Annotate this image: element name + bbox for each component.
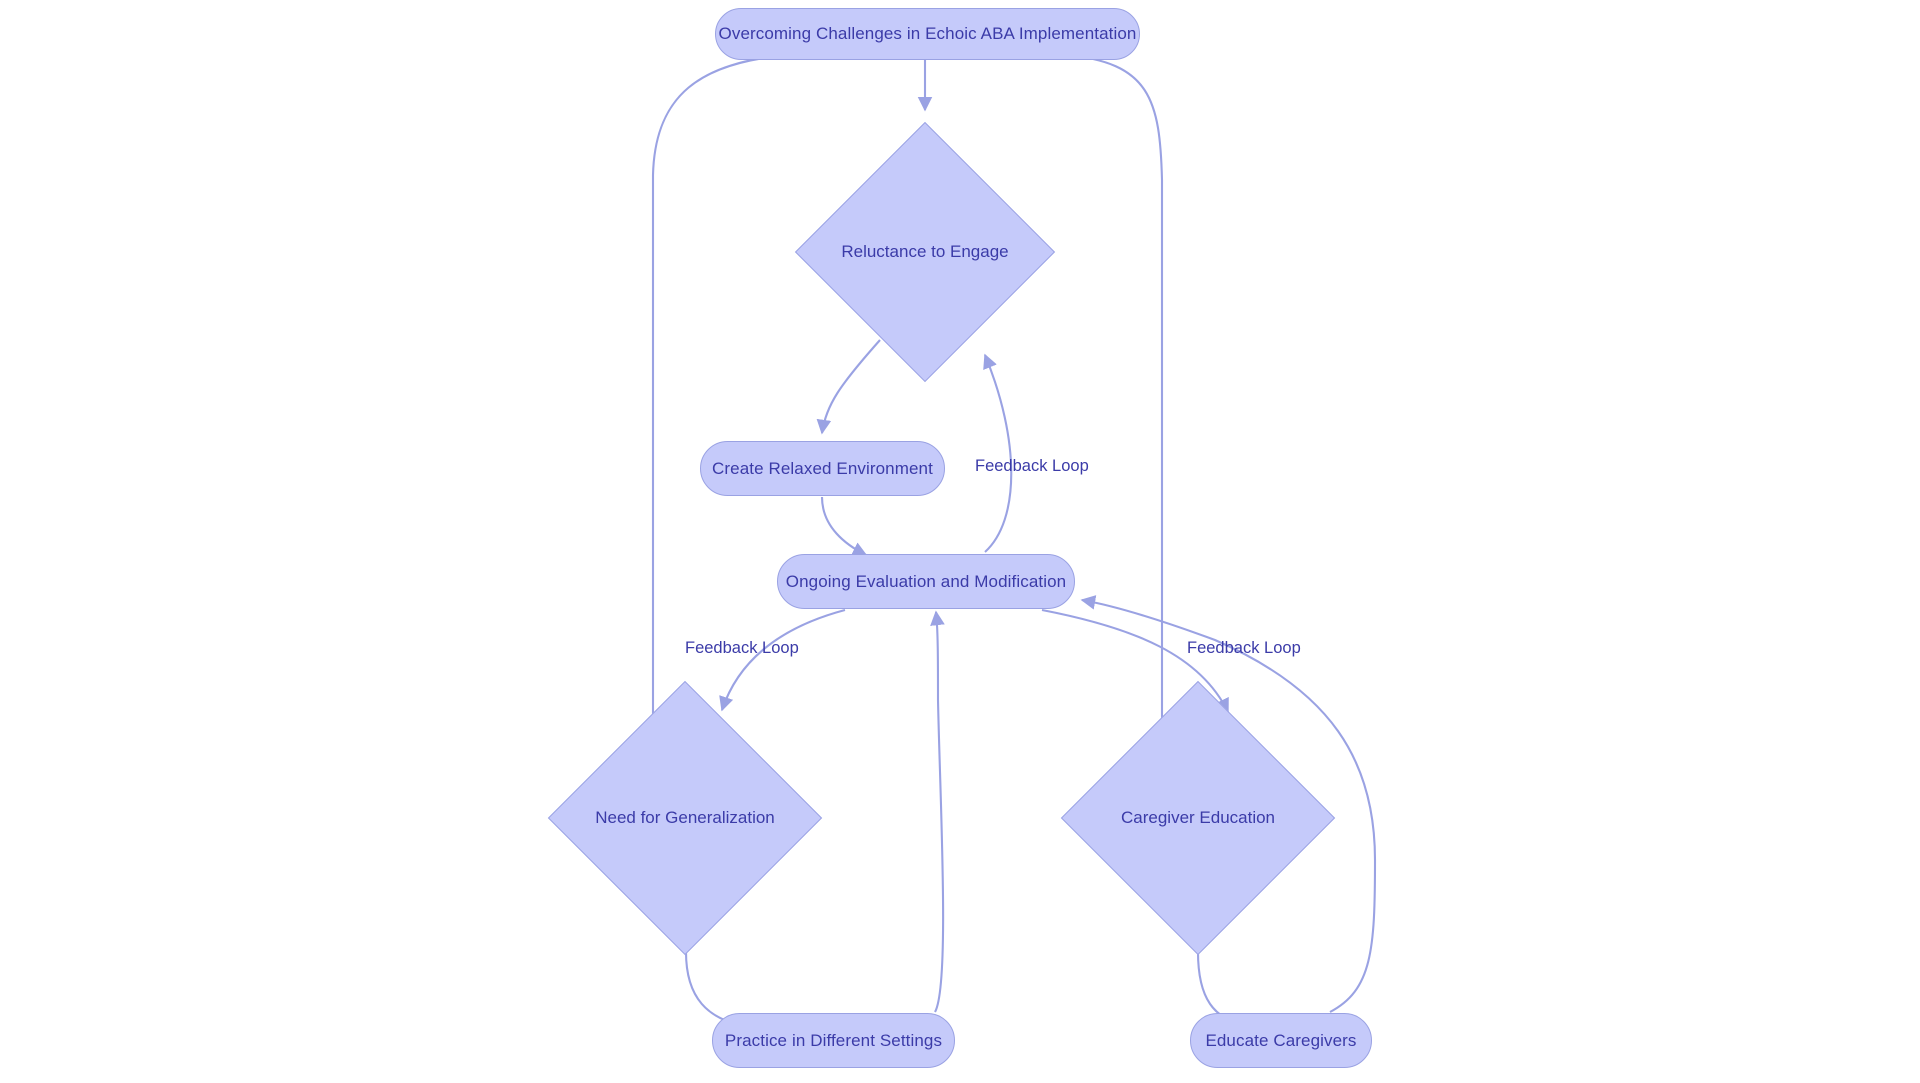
edge-root-to-caregiver xyxy=(1064,53,1192,798)
node-educate-caregivers[interactable]: Educate Caregivers xyxy=(1190,1013,1372,1068)
edge-ongoing-eval-to-generalization-feedback xyxy=(719,608,846,712)
edge-label-generalization-feedback-loop: Feedback Loop xyxy=(685,639,799,657)
node-caregiver-education[interactable]: Caregiver Education xyxy=(1060,680,1336,956)
node-label: Overcoming Challenges in Echoic ABA Impl… xyxy=(718,24,1137,43)
node-label: Reluctance to Engage xyxy=(841,242,1009,261)
edge-label-caregiver-feedback-loop: Feedback Loop xyxy=(1187,639,1301,657)
edge-label-reluctance-feedback-loop: Feedback Loop xyxy=(975,457,1089,475)
edge-root-to-generalization xyxy=(651,53,791,797)
node-label: Ongoing Evaluation and Modification xyxy=(785,571,1067,591)
node-label: Create Relaxed Environment xyxy=(712,458,933,478)
node-label: Need for Generalization xyxy=(595,808,775,827)
node-label: Practice in Different Settings xyxy=(724,1030,943,1050)
edge-practice-to-ongoing-eval xyxy=(930,610,945,1013)
node-ongoing-evaluation[interactable]: Ongoing Evaluation and Modification xyxy=(777,554,1075,609)
node-overcoming-challenges[interactable]: Overcoming Challenges in Echoic ABA Impl… xyxy=(715,8,1140,60)
node-need-for-generalization[interactable]: Need for Generalization xyxy=(547,680,823,956)
edge-reluctance-to-relaxed-env xyxy=(816,339,881,435)
edge-ongoing-eval-to-reluctance-feedback xyxy=(983,353,1013,553)
node-reluctance-to-engage[interactable]: Reluctance to Engage xyxy=(794,121,1056,383)
node-create-relaxed-environment[interactable]: Create Relaxed Environment xyxy=(700,441,945,496)
edge-educate-to-ongoing-eval xyxy=(1080,595,1377,1013)
edge-ongoing-eval-to-caregiver-feedback xyxy=(1041,608,1229,714)
node-label: Caregiver Education xyxy=(1120,808,1276,827)
node-label: Educate Caregivers xyxy=(1205,1030,1357,1050)
node-practice-in-different-settings[interactable]: Practice in Different Settings xyxy=(712,1013,955,1068)
edge-relaxed-env-to-ongoing-eval xyxy=(820,496,868,556)
